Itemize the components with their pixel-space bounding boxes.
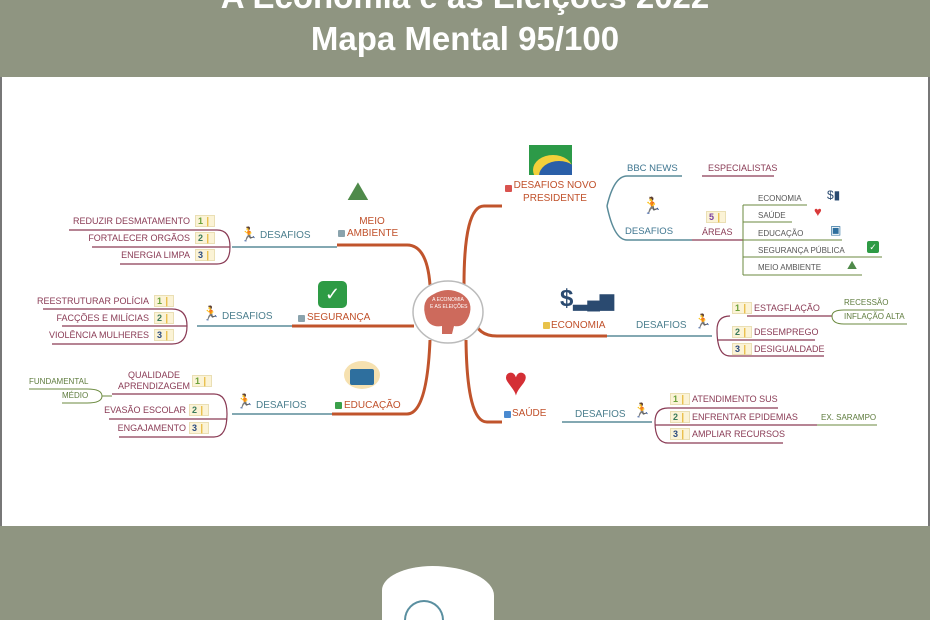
runner-hurdle-icon: 🏃 xyxy=(236,393,254,409)
shield-check-icon: ✓ xyxy=(867,241,879,253)
desafios-label: DESAFIOS xyxy=(575,409,626,420)
list-item: DESIGUALDADE xyxy=(754,344,825,354)
list-item: ATENDIMENTO SUS xyxy=(692,394,778,404)
rank-badge: 1❘ xyxy=(732,302,752,314)
runner-hurdle-icon: 🏃 xyxy=(240,226,258,242)
list-item: REESTRUTURAR POLÍCIA xyxy=(36,296,149,306)
list-item: DESEMPREGO xyxy=(754,327,819,337)
leaf-item: MÉDIO xyxy=(62,391,89,400)
heartbeat-icon: ♥ xyxy=(504,360,528,404)
heart-icon: ♥ xyxy=(814,204,822,219)
rank-badge: 2❘ xyxy=(670,411,690,423)
brain-logo xyxy=(382,566,494,620)
runner-hurdle-icon: 🏃 xyxy=(642,198,662,215)
footer-banner xyxy=(0,526,930,620)
list-item: ENGAJAMENTO xyxy=(117,423,186,433)
title-line-2: Mapa Mental 95/100 xyxy=(310,20,620,57)
rank-badge: 1❘ xyxy=(195,215,215,227)
rank-badge: 2❘ xyxy=(189,404,209,416)
center-label-1: A ECONOMIA xyxy=(432,297,464,303)
branch-label: SEGURANÇA xyxy=(307,312,371,323)
branch-label: MEIO AMBIENTE xyxy=(347,216,399,239)
growth-chart-icon: $▂▄▆ xyxy=(560,285,614,312)
rank-badge: 3❘ xyxy=(195,249,215,261)
rank-badge: 2❘ xyxy=(195,232,215,244)
priority-marker xyxy=(298,315,305,322)
desafios-label: DESAFIOS xyxy=(222,311,273,322)
rank-badge: 1❘ xyxy=(154,295,174,307)
priority-marker xyxy=(543,322,550,329)
leaf-item: RECESSÃO xyxy=(844,298,889,307)
rank-badge: 1❘ xyxy=(670,393,690,405)
brazil-flag-icon xyxy=(529,145,572,175)
area-item: SAÚDE xyxy=(758,211,786,220)
runner-hurdle-icon: 🏃 xyxy=(202,305,220,321)
priority-marker xyxy=(505,185,512,192)
book-icon: ▣ xyxy=(830,223,842,237)
list-item: QUALIDADE APRENDIZAGEM xyxy=(118,370,191,391)
source-label: BBC NEWS xyxy=(627,163,678,174)
list-item: FACÇÕES E MILÍCIAS xyxy=(56,313,149,323)
branch-label: SAÚDE xyxy=(512,408,547,419)
desafios-label: DESAFIOS xyxy=(260,230,311,241)
count-badge: 5❘ xyxy=(706,211,726,223)
list-item: AMPLIAR RECURSOS xyxy=(692,429,786,439)
priority-marker xyxy=(504,411,511,418)
list-item: VIOLÊNCIA MULHERES xyxy=(48,330,149,340)
list-item: ENFRENTAR EPIDEMIAS xyxy=(692,412,798,422)
area-item: MEIO AMBIENTE xyxy=(758,263,822,272)
title-line-1: A Economia e as Eleições 2022 xyxy=(0,0,930,16)
rank-badge: 2❘ xyxy=(732,326,752,338)
leaf-item: INFLAÇÃO ALTA xyxy=(844,312,905,321)
landscape-icon: ⛰ xyxy=(847,258,858,272)
desafios-label: DESAFIOS xyxy=(625,226,674,237)
branch-label: EDUCAÇÃO xyxy=(344,400,401,411)
branch-lines xyxy=(29,175,907,444)
rank-badge: 3❘ xyxy=(670,428,690,440)
desafios-label: DESAFIOS xyxy=(256,400,307,411)
branch-label: DESAFIOS NOVO PRESIDENTE xyxy=(513,180,597,204)
book-laptop-icon xyxy=(344,361,380,389)
list-item: REDUZIR DESMATAMENTO xyxy=(72,216,190,226)
header-banner: A Economia e as Eleições 2022 Mapa Menta… xyxy=(0,0,930,77)
priority-marker xyxy=(335,402,342,409)
desafios-label: DESAFIOS xyxy=(636,320,687,331)
leaf-item: FUNDAMENTAL xyxy=(29,377,89,386)
area-item: ECONOMIA xyxy=(758,194,802,203)
branch-label: ECONOMIA xyxy=(551,320,606,331)
leaf-item: EX. SARAMPO xyxy=(821,413,877,422)
rank-badge: 3❘ xyxy=(154,329,174,341)
list-item: EVASÃO ESCOLAR xyxy=(104,405,186,415)
brain-icon xyxy=(404,600,444,620)
landscape-icon: ⛰ xyxy=(347,176,369,206)
rank-badge: 2❘ xyxy=(154,312,174,324)
rank-badge: 3❘ xyxy=(189,422,209,434)
runner-hurdle-icon: 🏃 xyxy=(633,402,651,418)
chart-icon: $▮ xyxy=(827,188,841,202)
leaf-item: ESPECIALISTAS xyxy=(708,163,778,173)
center-label-2: E AS ELEIÇÕES xyxy=(430,304,468,310)
list-item: ESTAGFLAÇÃO xyxy=(754,303,820,313)
shield-check-icon: ✓ xyxy=(318,281,347,308)
area-item: SEGURANÇA PÚBLICA xyxy=(758,246,845,255)
rank-badge: 1❘ xyxy=(192,375,212,387)
areas-label: ÁREAS xyxy=(702,227,733,237)
priority-marker xyxy=(338,230,345,237)
rank-badge: 3❘ xyxy=(732,343,752,355)
list-item: ENERGIA LIMPA xyxy=(121,250,190,260)
runner-hurdle-icon: 🏃 xyxy=(694,313,712,329)
list-item: FORTALECER ORGÃOS xyxy=(88,233,190,243)
area-item: EDUCAÇÃO xyxy=(758,229,804,238)
